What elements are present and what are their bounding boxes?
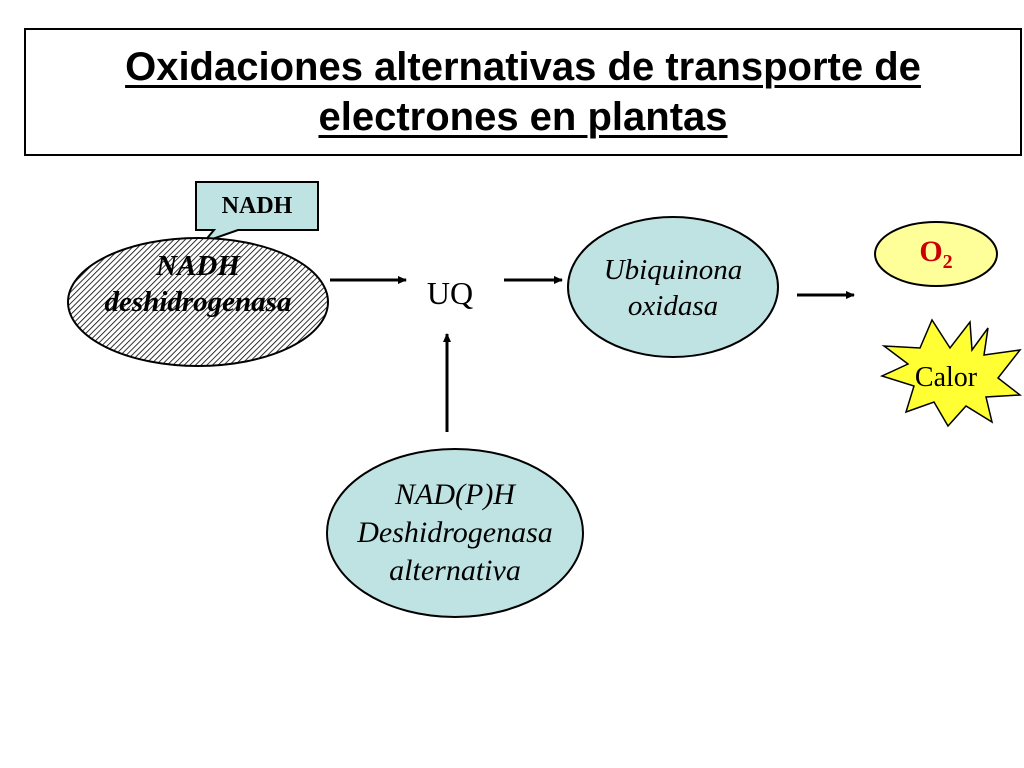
o2-subscript: 2 [942,251,953,273]
o2-label: O2 [875,234,997,280]
nadh-callout-shape [195,181,319,245]
title-line-1: Oxidaciones alternativas de transporte d… [125,45,921,89]
nadh-dehydrogenase-ellipse [67,237,329,367]
calor-starburst [879,318,1023,428]
nadh-dehydrogenase-line-1: NADH [156,250,240,282]
nadh-callout-label: NADH [221,193,293,219]
aox-line-1: Ubiquinona [603,254,743,286]
aox-line-2: oxidasa [627,290,719,322]
ndh-label: NAD(P)H Deshidrogenasa alternativa [327,476,583,590]
ndh-line-1: NAD(P)H [395,478,515,511]
title-box: Oxidaciones alternativas de transporte d… [24,28,1022,156]
uq-label: UQ [426,275,474,311]
o2-ellipse [874,221,998,287]
ndh-line-2: Deshidrogenasa [357,516,553,549]
aox-label: Ubiquinona oxidasa [568,252,778,324]
o2-main: O [919,235,943,268]
nadh-dehydrogenase-label: NADH deshidrogenasa [68,248,328,320]
ndh-line-3: alternativa [389,554,521,587]
title-line-2: electrones en plantas [318,95,728,139]
aox-ellipse [567,216,779,358]
ndh-ellipse [326,448,584,618]
calor-label: Calor [914,362,978,393]
nadh-dehydrogenase-line-2: deshidrogenasa [104,286,292,318]
